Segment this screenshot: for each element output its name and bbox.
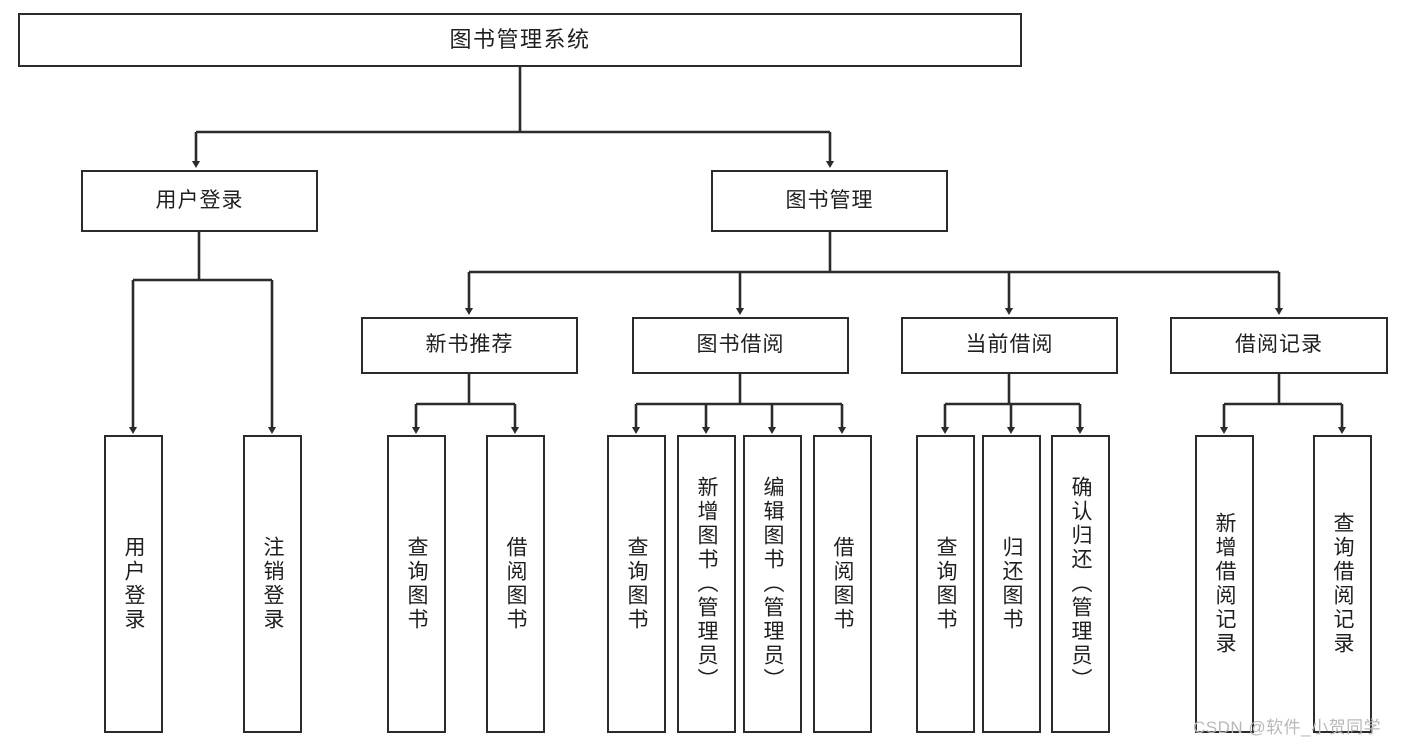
node-label: 新增图书（管理员）	[695, 476, 719, 692]
node-borrowing-records[interactable]: 借阅记录	[1170, 317, 1388, 374]
node-label: 新书推荐	[425, 333, 514, 357]
node-label: 借阅记录	[1235, 333, 1323, 357]
node-user-login[interactable]: 用户登录	[81, 170, 318, 232]
node-label: 归还图书	[1000, 536, 1024, 632]
node-leaf-add-borrow-record[interactable]: 新增借阅记录	[1195, 435, 1254, 733]
node-label: 图书管理系统	[449, 27, 591, 53]
node-label: 查询图书	[625, 536, 649, 632]
node-label: 查询借阅记录	[1331, 512, 1355, 656]
node-label: 用户登录	[155, 188, 244, 212]
node-leaf-logout[interactable]: 注销登录	[243, 435, 302, 733]
node-leaf-query-book-recommendation[interactable]: 查询图书	[387, 435, 446, 733]
node-label: 注销登录	[261, 536, 285, 632]
node-label: 查询图书	[934, 536, 958, 632]
node-leaf-user-login[interactable]: 用户登录	[104, 435, 163, 733]
node-current-borrowing[interactable]: 当前借阅	[901, 317, 1118, 374]
node-book-borrowing[interactable]: 图书借阅	[632, 317, 849, 374]
node-label: 图书管理	[785, 188, 874, 212]
node-label: 图书借阅	[696, 333, 785, 357]
node-leaf-query-book-borrow[interactable]: 查询图书	[607, 435, 666, 733]
node-leaf-edit-book-admin[interactable]: 编辑图书（管理员）	[743, 435, 802, 733]
node-label: 编辑图书（管理员）	[761, 476, 785, 692]
csdn-watermark: CSDN @软件_小贺同学	[1193, 718, 1382, 737]
node-new-book-recommendation[interactable]: 新书推荐	[361, 317, 578, 374]
node-label: 当前借阅	[965, 333, 1054, 357]
node-label: 新增借阅记录	[1213, 512, 1237, 656]
node-leaf-borrow-book-recommendation[interactable]: 借阅图书	[486, 435, 545, 733]
node-label: 用户登录	[122, 536, 146, 632]
node-label: 借阅图书	[504, 536, 528, 632]
node-book-management[interactable]: 图书管理	[711, 170, 948, 232]
node-leaf-add-book-admin[interactable]: 新增图书（管理员）	[677, 435, 736, 733]
node-leaf-query-borrow-record[interactable]: 查询借阅记录	[1313, 435, 1372, 733]
node-label: 确认归还（管理员）	[1069, 476, 1093, 692]
node-label: 查询图书	[405, 536, 429, 632]
node-leaf-borrow-book[interactable]: 借阅图书	[813, 435, 872, 733]
node-leaf-query-book-current[interactable]: 查询图书	[916, 435, 975, 733]
node-leaf-return-book[interactable]: 归还图书	[982, 435, 1041, 733]
node-label: 借阅图书	[831, 536, 855, 632]
node-root-book-management-system[interactable]: 图书管理系统	[18, 13, 1022, 67]
node-leaf-confirm-return-admin[interactable]: 确认归还（管理员）	[1051, 435, 1110, 733]
